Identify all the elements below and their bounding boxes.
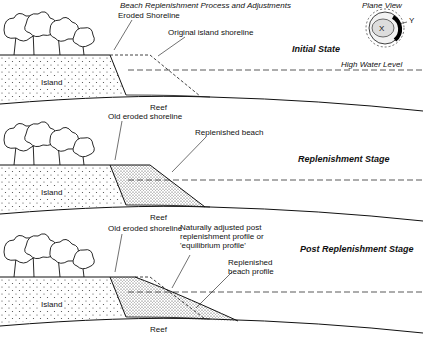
island-label: Island: [40, 300, 63, 309]
island-label: Island: [40, 78, 63, 87]
reef-label: Reef: [150, 325, 167, 334]
reef-label: Reef: [150, 103, 167, 112]
water-level-label: High Water Level: [340, 60, 403, 69]
callout-label: Replenished beach: [195, 128, 264, 137]
callout-label: Old eroded shoreline: [108, 112, 182, 121]
stage-title: Initial State: [292, 44, 340, 54]
reef-label: Reef: [150, 213, 167, 222]
panel-label: Plane View: [362, 1, 402, 10]
diagram-title: Beach Replenishment Process and Adjustme…: [120, 1, 291, 10]
island-label: Island: [40, 188, 63, 197]
axis-label: Y: [409, 16, 414, 25]
callout-label: Replenished beach profile: [228, 258, 290, 276]
callout-label: Eroded Shoreline: [118, 11, 180, 20]
stage-title: Replenishment Stage: [298, 154, 390, 164]
axis-label: X: [379, 24, 384, 33]
callout-label: Old eroded shoreline: [108, 224, 182, 233]
callout-label: Original island shoreline: [168, 28, 253, 37]
stage-title: Post Replenishment Stage: [300, 244, 414, 254]
callout-label: Naturally adjusted post replenishment pr…: [180, 223, 298, 250]
